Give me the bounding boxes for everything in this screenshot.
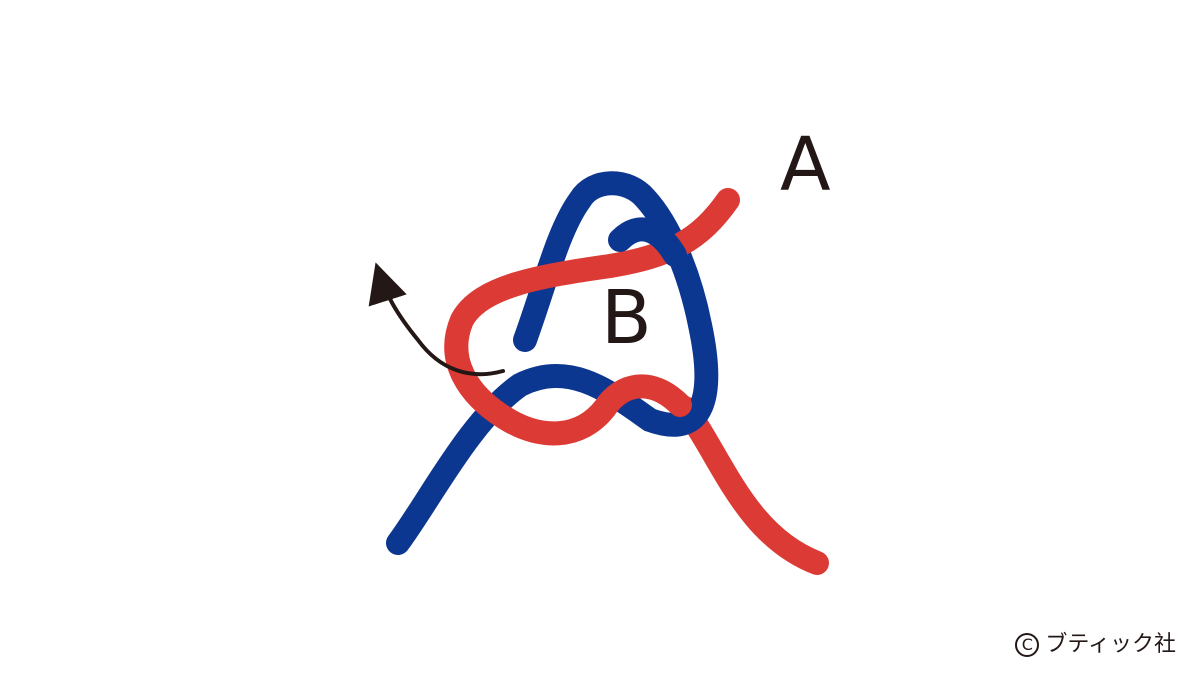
label-a: A (780, 122, 831, 208)
blue-cord-overlap (608, 217, 687, 267)
red-cord-loop (444, 188, 740, 446)
copyright-icon: C (1015, 633, 1040, 657)
label-b: B (601, 275, 652, 361)
copyright: C ブティック社 (1015, 633, 1176, 657)
direction-arrow (368, 262, 505, 377)
copyright-text: ブティック社 (1045, 632, 1176, 657)
red-cord-lower (673, 396, 829, 575)
blue-cord-outer (386, 171, 719, 555)
